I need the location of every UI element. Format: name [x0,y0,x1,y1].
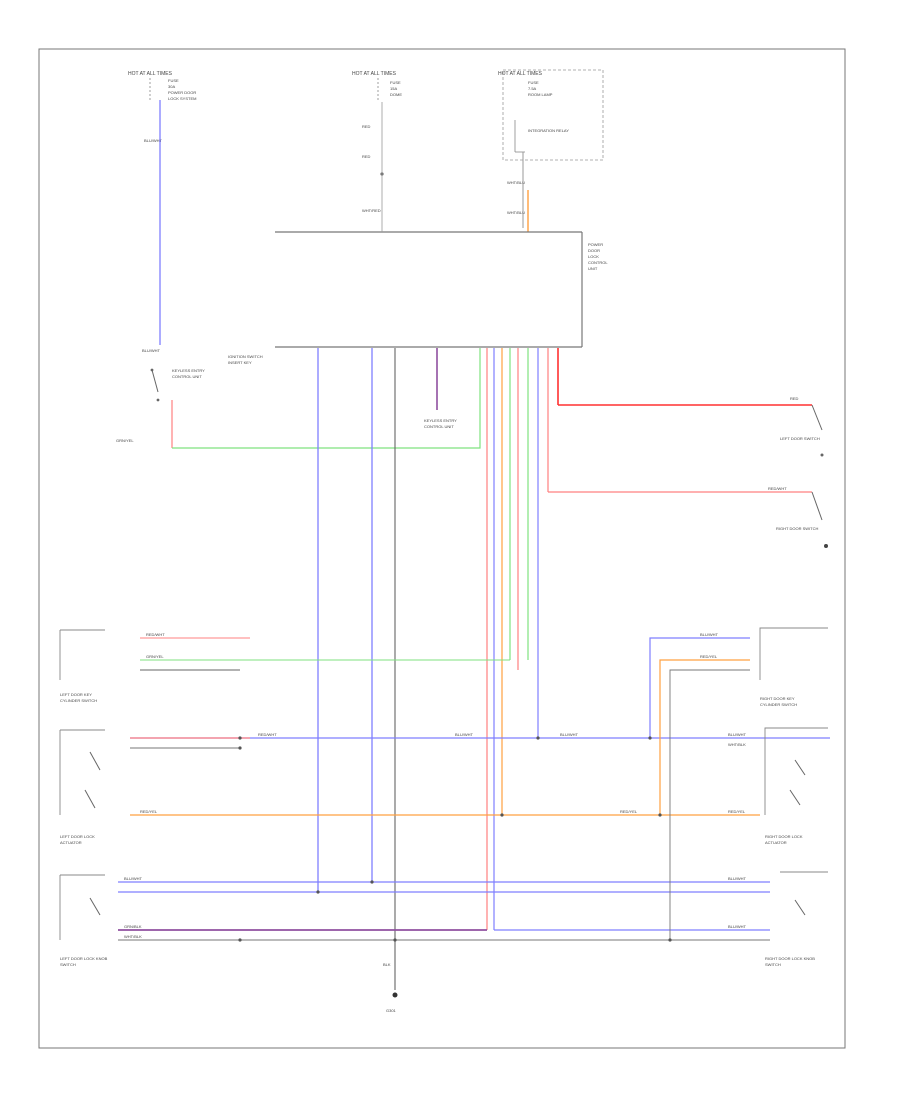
right-knob-name: RIGHT DOOR LOCK KNOB [765,956,815,961]
right-knob-switch: RIGHT DOOR LOCK KNOB SWITCH [765,871,828,967]
fuse-2-wire: RED [362,124,371,129]
left-kc-wire-1: RED/WHT [146,632,165,637]
fuse-2-line-1: FUSE [390,80,401,85]
left-key-cyl-sub: CYLINDER SWITCH [60,698,97,703]
right-key-cyl-name: RIGHT DOOR KEY [760,696,795,701]
left-knob-switch: LEFT DOOR LOCK KNOB SWITCH [59,874,108,967]
fuse-box-2: HOT AT ALL TIMES FUSE 15A DOME RED RED W… [352,71,402,213]
left-knob-sub: SWITCH [60,962,76,967]
ignition-switch: KEYLESS ENTRY CONTROL UNIT IGNITION SWIT… [150,354,263,402]
right-key-cyl-sub: CYLINDER SWITCH [760,702,797,707]
fuse-2-heading: HOT AT ALL TIMES [352,71,397,77]
fuse-2-wire-3: WHT/RED [362,208,381,213]
ignition-switch-sub: INSERT KEY [228,360,252,365]
fuse-2-line-3: DOME [390,92,402,97]
control-unit-line-3: LOCK [588,254,599,259]
left-key-cyl-name: LEFT DOOR KEY [60,692,92,697]
actuator-wire-3: BLU/WHT [560,732,579,737]
left-knob-name: LEFT DOOR LOCK KNOB [60,956,108,961]
ground-g301: BLK G301 [383,962,398,1013]
ignition-wire-label: GRN/YEL [116,438,134,443]
right-act-wire-1: BLU/WHT [728,732,747,737]
control-unit-line-5: UNIT [588,266,598,271]
relay-label: INTEGRATION RELAY [528,128,569,133]
ignition-switch-label: KEYLESS ENTRY [172,368,205,373]
right-knob-sub: SWITCH [765,962,781,967]
ground-ref-1: KEYLESS ENTRY [424,418,457,423]
right-kc-wire-2: RED/YEL [700,654,718,659]
left-door-lock-actuator: LEFT DOOR LOCK ACTUATOR [59,729,105,845]
actuator-wire-4: RED/YEL [140,809,158,814]
right-actuator-name: RIGHT DOOR LOCK [765,834,803,839]
fuse-3-wire-2: WHT/BLU [507,210,525,215]
ignition-switch-name: IGNITION SWITCH [228,354,263,359]
right-door-sw-wire: RED/WHT [768,486,787,491]
left-kc-wire-2: GRN/YEL [146,654,164,659]
actuator-wire-2: BLU/WHT [455,732,474,737]
control-unit-line-4: CONTROL [588,260,608,265]
right-kc-wire-1: BLU/WHT [700,632,719,637]
fuse-2-line-2: 15A [390,86,397,91]
ignition-switch-label-2: CONTROL UNIT [172,374,202,379]
control-unit: POWER DOOR LOCK CONTROL UNIT [275,231,608,348]
fuse-1-line-2: 30A [168,84,175,89]
fuse-3-heading: HOT AT ALL TIMES [498,71,543,77]
fuse-1-line-1: FUSE [168,78,179,83]
diagram-frame [38,48,846,1049]
actuator-wire-5: RED/YEL [620,809,638,814]
ground-ref-2: CONTROL UNIT [424,424,454,429]
fuse-3-line-1: FUSE [528,80,539,85]
right-actuator-sub: ACTUATOR [765,840,787,845]
knob-wire-5: BLU/WHT [728,924,747,929]
left-door-sw-wire: RED [790,396,799,401]
knob-wire-3: WHT/BLK [124,934,142,939]
control-unit-line-1: POWER [588,242,603,247]
fuse-1-wire-2: BLU/WHT [142,348,161,353]
ground-label: G301 [386,1008,397,1013]
fuse-3-line-2: 7.5A [528,86,537,91]
control-unit-line-2: DOOR [588,248,600,253]
fuse-1-wire: BLU/WHT [144,138,163,143]
splice-points [238,736,672,942]
actuator-wire-1: RED/WHT [258,732,277,737]
left-actuator-sub: ACTUATOR [60,840,82,845]
left-key-cylinder: LEFT DOOR KEY CYLINDER SWITCH [59,629,105,703]
ground-wire: BLK [383,962,391,967]
left-actuator-name: LEFT DOOR LOCK [60,834,95,839]
fuse-box-3: HOT AT ALL TIMES FUSE 7.5A ROOM LAMP INT… [498,69,604,232]
relay-box [502,69,604,161]
fuse-1-line-3: POWER DOOR [168,90,196,95]
fuse-1-heading: HOT AT ALL TIMES [128,71,173,77]
knob-wire-2: GRN/BLK [124,924,142,929]
fuse-3-wire: WHT/BLU [507,180,525,185]
right-act-wire-3: RED/YEL [728,809,746,814]
right-key-cylinder: RIGHT DOOR KEY CYLINDER SWITCH [759,627,828,707]
fuse-3-line-3: ROOM LAMP [528,92,553,97]
fuse-box-1: HOT AT ALL TIMES FUSE 30A POWER DOOR LOC… [128,71,196,143]
right-door-switch: RIGHT DOOR SWITCH [776,526,818,531]
right-act-wire-2: WHT/BLK [728,742,746,747]
fuse-1-line-4: LOCK SYSTEM [168,96,196,101]
left-door-switch: LEFT DOOR SWITCH [780,436,820,441]
fuse-2-wire-2: RED [362,154,371,159]
knob-wire-4: BLU/WHT [728,876,747,881]
knob-wire-1: BLU/WHT [124,876,143,881]
right-door-lock-actuator: RIGHT DOOR LOCK ACTUATOR [764,727,828,845]
